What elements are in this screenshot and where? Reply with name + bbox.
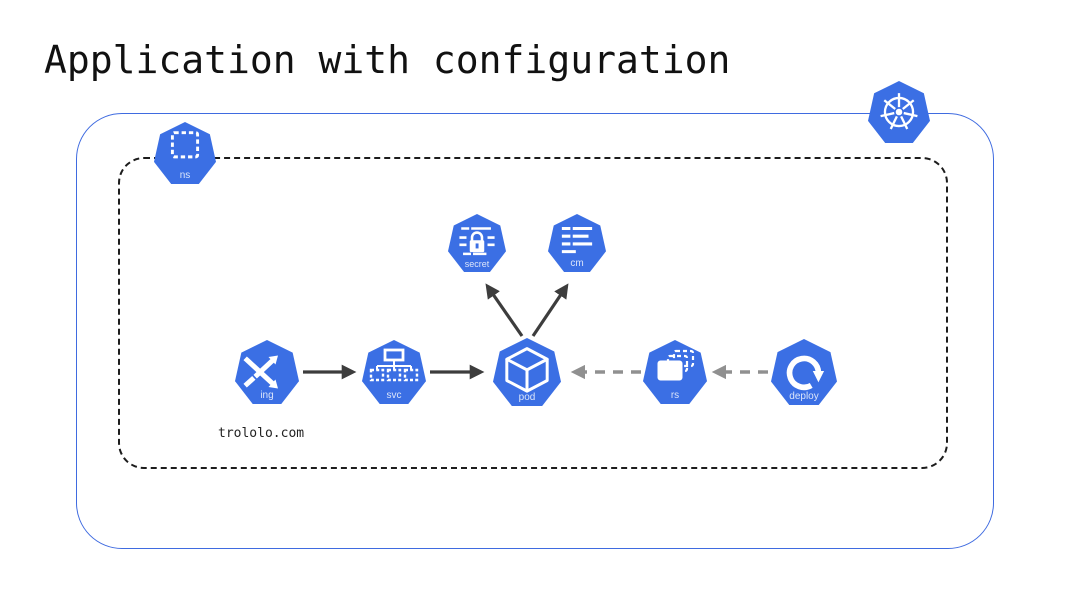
node-label: deploy <box>789 390 819 402</box>
edge-pod-cm <box>531 283 569 337</box>
node-label: cm <box>570 258 584 270</box>
namespace-icon <box>170 131 200 159</box>
node-cm: cm <box>548 214 606 272</box>
node-label: pod <box>518 391 536 403</box>
secret-icon <box>459 227 495 256</box>
node-label: secret <box>464 259 490 270</box>
cluster-border <box>76 113 994 549</box>
ingress-icon <box>243 355 278 389</box>
node-pod: pod <box>493 338 561 406</box>
host-label: trololo.com <box>218 426 305 441</box>
node-ing: ing <box>235 340 299 404</box>
page-title: Application with configuration <box>44 38 731 82</box>
node-label: svc <box>386 389 402 401</box>
node-rs: rs <box>643 340 707 404</box>
kubernetes-logo <box>868 81 930 143</box>
node-svc: svc <box>362 340 426 404</box>
edge-pod-secret <box>485 283 524 337</box>
pod-icon <box>505 347 549 393</box>
node-label: rs <box>670 389 680 401</box>
service-icon <box>369 348 419 382</box>
node-label: ing <box>260 389 274 401</box>
node-ns: ns <box>154 122 216 184</box>
configmap-icon <box>561 226 593 254</box>
helm-wheel-icon <box>880 93 918 130</box>
namespace-border <box>118 157 948 469</box>
node-deploy: deploy <box>771 339 837 405</box>
deployment-icon <box>786 355 825 391</box>
replicaset-icon <box>657 349 695 381</box>
node-label: ns <box>179 169 191 181</box>
node-secret: secret <box>448 214 506 272</box>
